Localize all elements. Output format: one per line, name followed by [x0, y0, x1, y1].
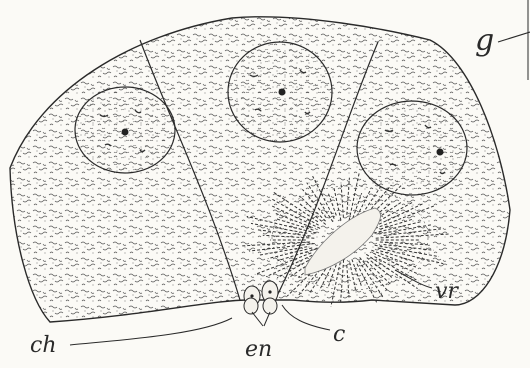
en-pointer-right [264, 312, 270, 326]
label-vr: vr [435, 279, 459, 304]
nucleus-left [75, 87, 175, 173]
ch-pointer [70, 318, 232, 345]
label-en: en [245, 337, 272, 362]
g-pointer [498, 32, 530, 42]
nucleus-middle [228, 42, 332, 142]
en-pointer-left [252, 312, 263, 326]
label-c: c [333, 322, 345, 347]
label-ch: ch [30, 333, 57, 358]
c-pointer [282, 305, 330, 330]
label-g: g [475, 23, 494, 58]
nucleus-right [357, 101, 467, 195]
